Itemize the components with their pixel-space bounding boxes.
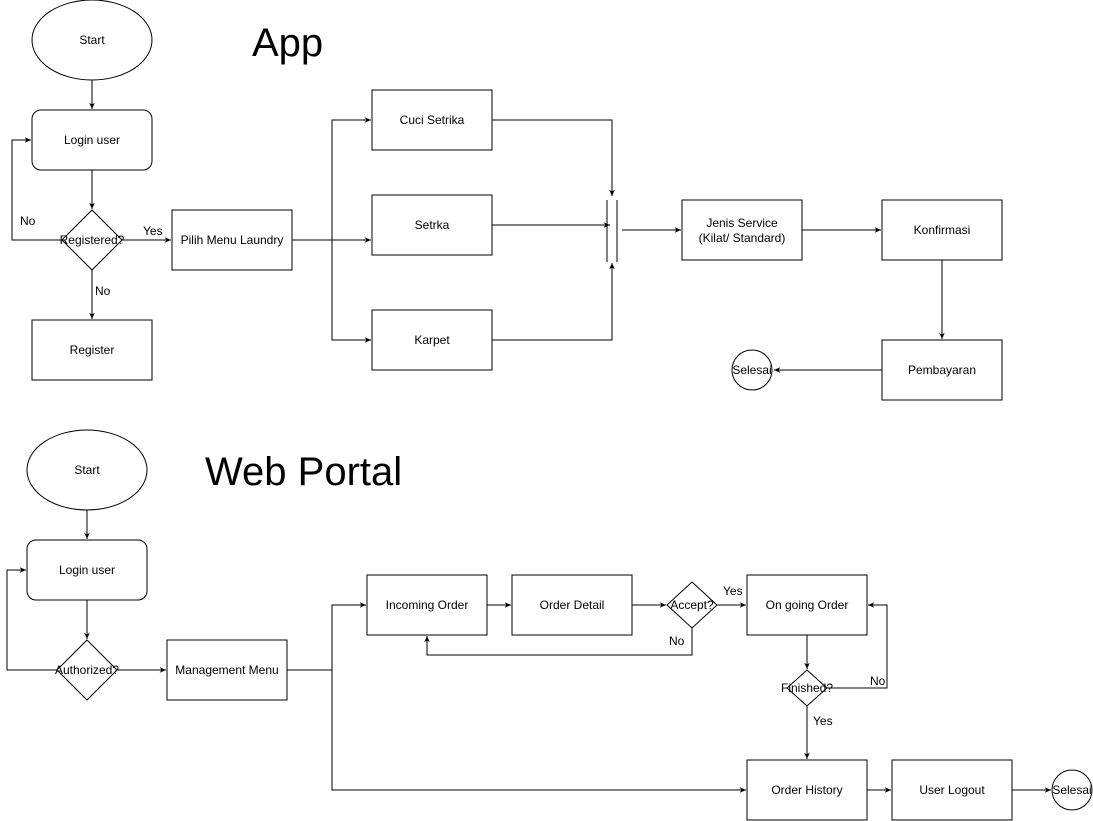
app-edge-label-yes: Yes [143, 224, 163, 238]
app-selesai-end-node[interactable]: Selesai [731, 349, 773, 391]
web-ongoing-order-label: On going Order [766, 598, 849, 612]
web-edge-label-finished-yes: Yes [813, 714, 833, 728]
web-selesai-label: Selesai [1052, 783, 1091, 797]
app-setrka-node[interactable]: Setrka [371, 194, 493, 256]
edge-finished-no [827, 602, 888, 689]
web-edges [6, 510, 1051, 793]
web-incoming-order-label: Incoming Order [386, 598, 469, 612]
edge-management-to-incoming [287, 602, 366, 671]
web-selesai-end-node[interactable]: Selesai [1051, 769, 1093, 811]
app-selesai-label: Selesai [732, 363, 771, 377]
web-order-detail-node[interactable]: Order Detail [511, 574, 633, 636]
app-start-node[interactable]: Start [31, 0, 153, 81]
web-management-menu-node[interactable]: Management Menu [166, 639, 288, 701]
web-accept-decision[interactable]: Accept? [666, 581, 718, 629]
app-cuci-setrika-node[interactable]: Cuci Setrika [371, 89, 493, 151]
app-karpet-node[interactable]: Karpet [371, 309, 493, 371]
edge-menu-to-cuci-setrika [292, 117, 371, 241]
app-pilih-menu-label: Pilih Menu Laundry [181, 233, 284, 247]
web-accept-label: Accept? [670, 598, 714, 612]
web-portal-section-title: Web Portal [205, 450, 402, 494]
edge-registered-no-loop [11, 137, 62, 241]
app-edge-label-no-loop: No [20, 214, 36, 228]
app-pembayaran-node[interactable]: Pembayaran [881, 339, 1003, 401]
app-karpet-label: Karpet [414, 333, 450, 347]
web-start-node[interactable]: Start [26, 429, 148, 511]
web-start-label: Start [74, 463, 100, 477]
web-authorized-decision[interactable]: Authorized? [55, 639, 119, 701]
app-konfirmasi-label: Konfirmasi [914, 223, 971, 237]
app-pembayaran-label: Pembayaran [908, 363, 976, 377]
web-order-detail-label: Order Detail [540, 598, 605, 612]
web-login-user-node[interactable]: Login user [26, 539, 148, 601]
app-konfirmasi-node[interactable]: Konfirmasi [881, 199, 1003, 261]
edge-karpet-to-join [492, 263, 615, 341]
web-ongoing-order-node[interactable]: On going Order [746, 574, 868, 636]
app-setrka-label: Setrka [415, 218, 450, 232]
app-login-user-label: Login user [64, 133, 120, 147]
app-registered-label: Registered? [60, 233, 125, 247]
web-finished-decision[interactable]: Finished? [781, 669, 833, 707]
app-register-node[interactable]: Register [31, 319, 153, 381]
web-order-history-node[interactable]: Order History [746, 759, 868, 821]
web-user-logout-node[interactable]: User Logout [891, 759, 1013, 821]
app-start-label: Start [79, 33, 105, 47]
web-edge-label-accept-yes: Yes [723, 584, 743, 598]
app-jenis-service-label-line1: Jenis Service [706, 216, 778, 230]
app-registered-decision[interactable]: Registered? [60, 209, 125, 271]
web-incoming-order-node[interactable]: Incoming Order [366, 574, 488, 636]
app-jenis-service-node[interactable]: Jenis Service (Kilat/ Standard) [681, 199, 803, 261]
web-finished-label: Finished? [781, 681, 833, 695]
web-edge-label-accept-no: No [669, 634, 685, 648]
app-login-user-node[interactable]: Login user [31, 109, 153, 171]
app-pilih-menu-laundry-node[interactable]: Pilih Menu Laundry [171, 209, 293, 271]
edge-management-to-history [331, 670, 746, 793]
web-edge-label-finished-no: No [870, 674, 886, 688]
app-join-bar [606, 200, 618, 262]
web-order-history-label: Order History [771, 783, 842, 797]
web-management-menu-label: Management Menu [175, 663, 278, 677]
web-user-logout-label: User Logout [919, 783, 985, 797]
edge-menu-to-karpet [331, 240, 371, 343]
edge-accept-no [424, 628, 693, 656]
app-register-label: Register [70, 343, 115, 357]
app-section-title: App [252, 21, 323, 65]
app-edges [11, 80, 945, 373]
app-jenis-service-label-line2: (Kilat/ Standard) [699, 231, 786, 245]
edge-web-authorized-loop [6, 567, 57, 671]
app-edge-label-no-down: No [95, 284, 111, 298]
web-authorized-label: Authorized? [55, 663, 119, 677]
edge-cuci-to-join [492, 119, 615, 196]
app-cuci-setrika-label: Cuci Setrika [400, 113, 465, 127]
web-login-user-label: Login user [59, 563, 115, 577]
